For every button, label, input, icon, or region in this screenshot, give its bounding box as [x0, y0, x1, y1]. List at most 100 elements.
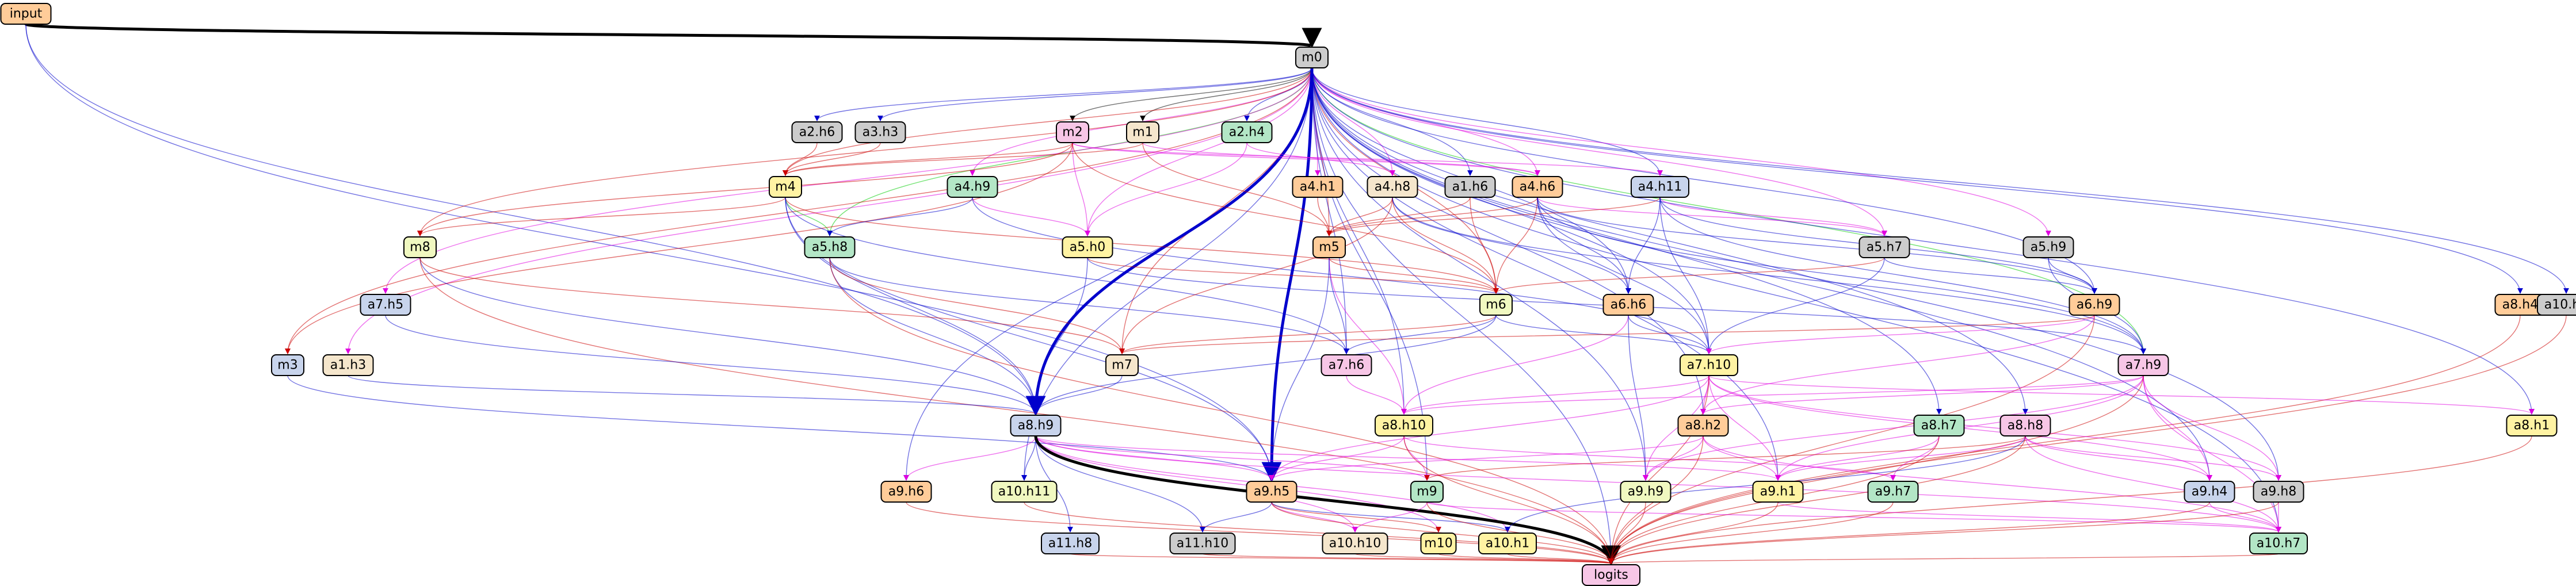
- node-a9-h4[interactable]: a9.h4: [2184, 481, 2235, 503]
- node-a8-h2[interactable]: a8.h2: [1677, 415, 1729, 436]
- node-a8-h8[interactable]: a8.h8: [1999, 415, 2051, 436]
- edge-m0-to-a9.h8: [1311, 67, 2281, 481]
- node-label: a9.h7: [1875, 485, 1911, 499]
- node-a3-h3[interactable]: a3.h3: [854, 121, 906, 143]
- node-a5-h7[interactable]: a5.h7: [1858, 236, 1910, 258]
- node-a11-h8[interactable]: a11.h8: [1041, 533, 1100, 554]
- node-label: a9.h4: [2192, 485, 2227, 499]
- node-a9-h9[interactable]: a9.h9: [1620, 481, 1671, 503]
- node-a4-h9[interactable]: a4.h9: [947, 176, 998, 198]
- node-a8-h7[interactable]: a8.h7: [1913, 415, 1965, 436]
- node-label: logits: [1594, 568, 1628, 583]
- edge-a1.h3-to-a8.h9: [348, 375, 1039, 415]
- edge-a4.h6-to-m6: [1493, 197, 1538, 294]
- node-a5-h8[interactable]: a5.h8: [804, 236, 856, 258]
- node-m8[interactable]: m8: [403, 236, 437, 258]
- node-label: a10.h10: [1329, 537, 1381, 551]
- node-label: a7.h9: [2125, 358, 2161, 373]
- node-a7-h5[interactable]: a7.h5: [360, 294, 411, 316]
- node-label: a7.h6: [1329, 358, 1364, 373]
- node-a7-h6[interactable]: a7.h6: [1321, 354, 1372, 376]
- node-m5[interactable]: m5: [1312, 236, 1346, 258]
- node-a8-h4[interactable]: a8.h4: [2494, 294, 2546, 316]
- node-a8-h1[interactable]: a8.h1: [2506, 415, 2558, 436]
- node-a10-h9[interactable]: a10.h9: [2537, 294, 2576, 316]
- node-m6[interactable]: m6: [1479, 294, 1513, 316]
- node-box: [1677, 415, 1729, 436]
- node-a1-h6[interactable]: a1.h6: [1444, 176, 1496, 198]
- node-a6-h6[interactable]: a6.h6: [1602, 294, 1654, 316]
- node-a5-h9[interactable]: a5.h9: [2022, 236, 2074, 258]
- edge-a4.h6-to-m5: [1326, 197, 1538, 236]
- node-box: [271, 354, 304, 376]
- node-a1-h3[interactable]: a1.h3: [322, 354, 374, 376]
- edge-a9.h9-to-logits: [1608, 501, 1646, 564]
- edge-m2-to-a5.h0: [1072, 142, 1090, 236]
- node-a4-h1[interactable]: a4.h1: [1292, 176, 1344, 198]
- node-a7-h9[interactable]: a7.h9: [2117, 354, 2169, 376]
- node-a2-h6[interactable]: a2.h6: [791, 121, 843, 143]
- edge-a6.h6-to-a7.h10: [1628, 315, 1712, 354]
- node-a10-h11[interactable]: a10.h11: [991, 481, 1058, 503]
- node-box: [804, 236, 856, 258]
- edge-a5.h8-to-logits: [829, 257, 1614, 564]
- node-m3[interactable]: m3: [271, 354, 304, 376]
- node-m9[interactable]: m9: [1410, 481, 1444, 503]
- edge-a9.h7-to-logits: [1608, 501, 1894, 564]
- node-m4[interactable]: m4: [769, 176, 802, 198]
- edge-a7.h5-to-a8.h9: [385, 315, 1039, 415]
- edge-a7.h10-to-a8.h10: [1401, 375, 1709, 415]
- node-a4-h8[interactable]: a4.h8: [1367, 176, 1418, 198]
- edge-a10.h1-to-logits: [1507, 553, 1614, 564]
- edge-m0-to-m2: [1070, 67, 1312, 121]
- node-logits[interactable]: logits: [1582, 564, 1640, 586]
- node-a6-h9[interactable]: a6.h9: [2069, 294, 2120, 316]
- edge-a7.h9-to-a10.h7: [2143, 375, 2281, 533]
- edge-a8.h8-to-logits: [1608, 435, 2026, 564]
- node-label: a8.h1: [2514, 419, 2550, 433]
- edge-a4.h9-to-a7.h10: [972, 197, 1712, 354]
- edge-a6.h9-to-a8.h2: [1700, 315, 2095, 415]
- node-a11-h10[interactable]: a11.h10: [1169, 533, 1236, 554]
- node-a9-h6[interactable]: a9.h6: [880, 481, 932, 503]
- edge-input-to-m0: [24, 22, 1320, 48]
- node-a7-h10[interactable]: a7.h10: [1680, 354, 1738, 376]
- edge-a8.h2-to-a10.h7: [1703, 435, 2281, 533]
- node-a10-h1[interactable]: a10.h1: [1478, 533, 1537, 554]
- node-a9-h7[interactable]: a9.h7: [1867, 481, 1919, 503]
- edge-a4.h9-to-a5.h0: [972, 197, 1090, 236]
- node-a10-h7[interactable]: a10.h7: [2249, 533, 2308, 554]
- node-m0[interactable]: m0: [1295, 47, 1329, 68]
- node-box: [2117, 354, 2169, 376]
- node-a4-h11[interactable]: a4.h11: [1631, 176, 1689, 198]
- node-label: a8.h4: [2502, 298, 2538, 312]
- edge-m2-to-m8: [417, 142, 1073, 236]
- node-input[interactable]: input: [0, 3, 52, 25]
- edge-m2-to-a4.h6: [1072, 142, 1540, 176]
- node-a9-h1[interactable]: a9.h1: [1752, 481, 1804, 503]
- edge-m8-to-logits: [419, 257, 1614, 564]
- node-m7[interactable]: m7: [1105, 354, 1139, 376]
- edge-m1-to-a4.h6: [1142, 142, 1540, 176]
- edge-m4-to-a5.h8: [785, 197, 833, 236]
- node-m1[interactable]: m1: [1126, 121, 1159, 143]
- node-a9-h8[interactable]: a9.h8: [2253, 481, 2304, 503]
- node-a10-h10[interactable]: a10.h10: [1322, 533, 1388, 554]
- edge-a7.h10-to-a9.h1: [1708, 375, 1781, 481]
- node-a5-h0[interactable]: a5.h0: [1062, 236, 1113, 258]
- edge-a9.h4-to-a10.h7: [2209, 501, 2281, 533]
- edge-a5.h7-to-a6.h9: [1884, 257, 2097, 294]
- node-a8-h10[interactable]: a8.h10: [1375, 415, 1433, 436]
- node-m2[interactable]: m2: [1056, 121, 1089, 143]
- edge-m5-to-a8.h10: [1329, 257, 1407, 415]
- node-box: [1512, 176, 1563, 198]
- node-label: a5.h8: [812, 240, 848, 255]
- node-a2-h4[interactable]: a2.h4: [1221, 121, 1273, 143]
- edge-a5.h0-to-a8.h9: [1033, 257, 1088, 415]
- node-a9-h5[interactable]: a9.h5: [1246, 481, 1297, 503]
- node-box: [791, 121, 843, 143]
- edge-a5.h9-to-a6.h9: [2048, 257, 2097, 294]
- node-m10[interactable]: m10: [1420, 533, 1457, 554]
- node-a4-h6[interactable]: a4.h6: [1512, 176, 1563, 198]
- node-a8-h9[interactable]: a8.h9: [1010, 415, 1062, 436]
